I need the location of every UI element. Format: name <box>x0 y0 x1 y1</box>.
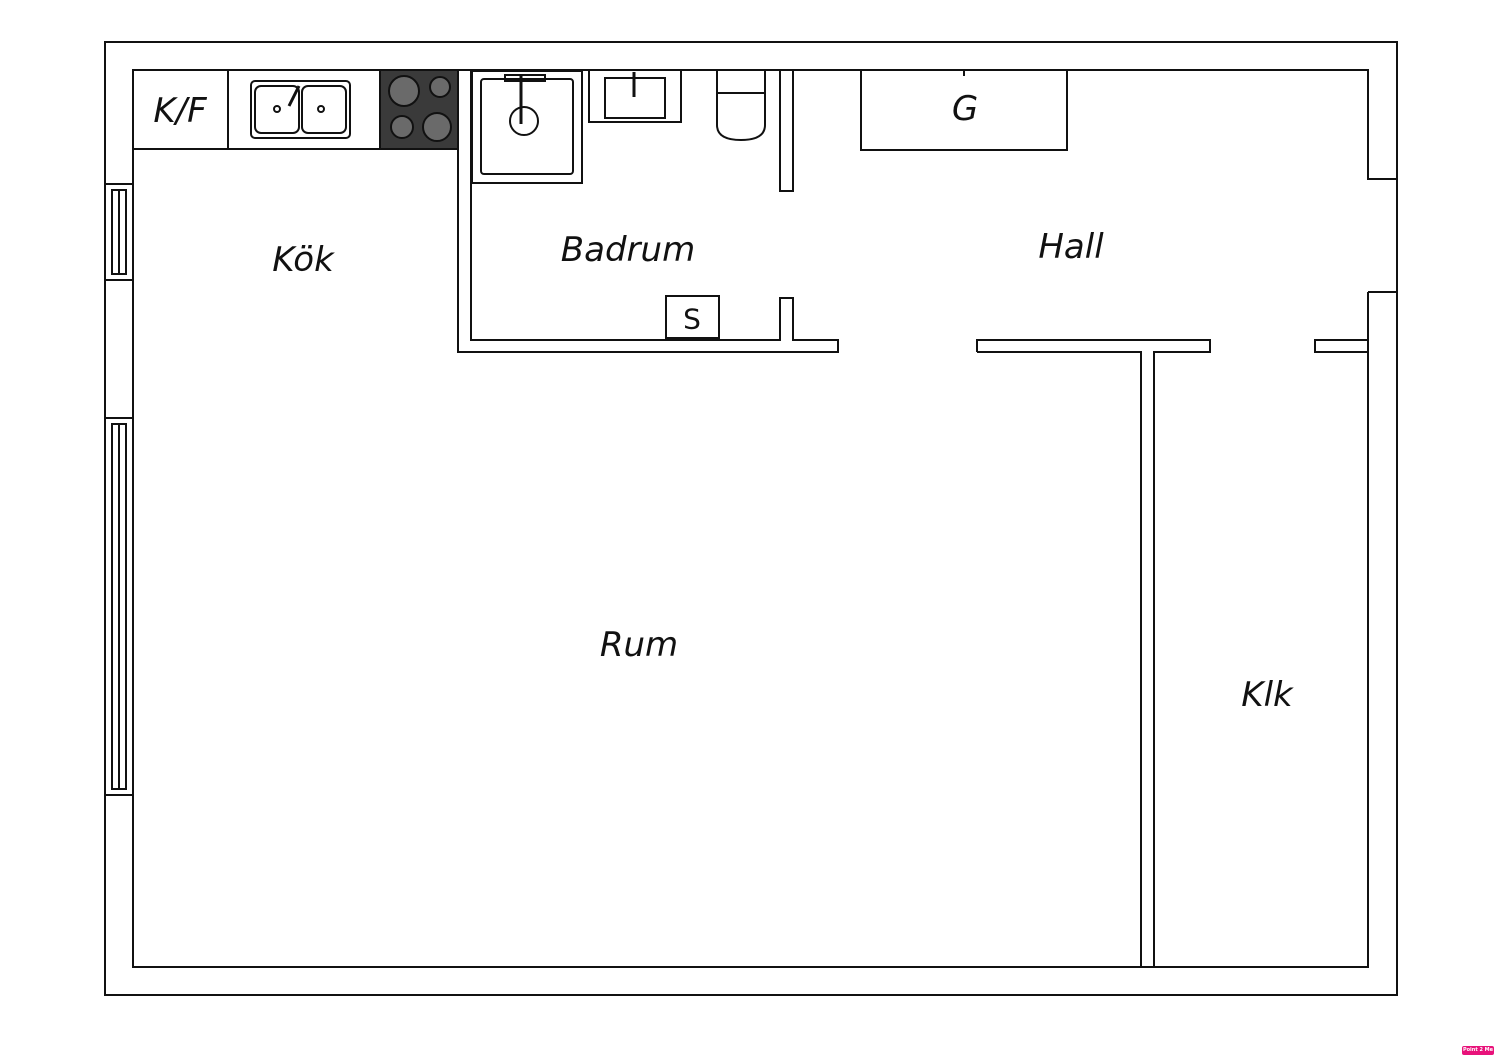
label-klk: Klk <box>1241 675 1293 715</box>
s-box <box>665 295 720 339</box>
logo-badge: Point 2 Me <box>1462 1046 1494 1055</box>
interior-walls <box>976 339 1368 967</box>
wardrobe-g <box>860 69 1068 151</box>
bathroom-walls <box>457 70 839 353</box>
toilet-icon <box>716 69 766 142</box>
label-rum: Rum <box>599 625 679 665</box>
label-kok: Kök <box>272 240 334 280</box>
label-kf: K/F <box>153 91 207 131</box>
label-g: G <box>951 89 979 129</box>
windows <box>104 183 134 796</box>
shower-icon <box>471 70 583 184</box>
label-s: S <box>683 302 701 336</box>
label-hall: Hall <box>1038 227 1104 267</box>
label-badrum: Badrum <box>560 230 696 270</box>
sink-icon <box>250 80 351 139</box>
outer-walls <box>104 41 1398 996</box>
stove-icon <box>379 69 459 150</box>
washbasin-icon <box>588 69 682 123</box>
